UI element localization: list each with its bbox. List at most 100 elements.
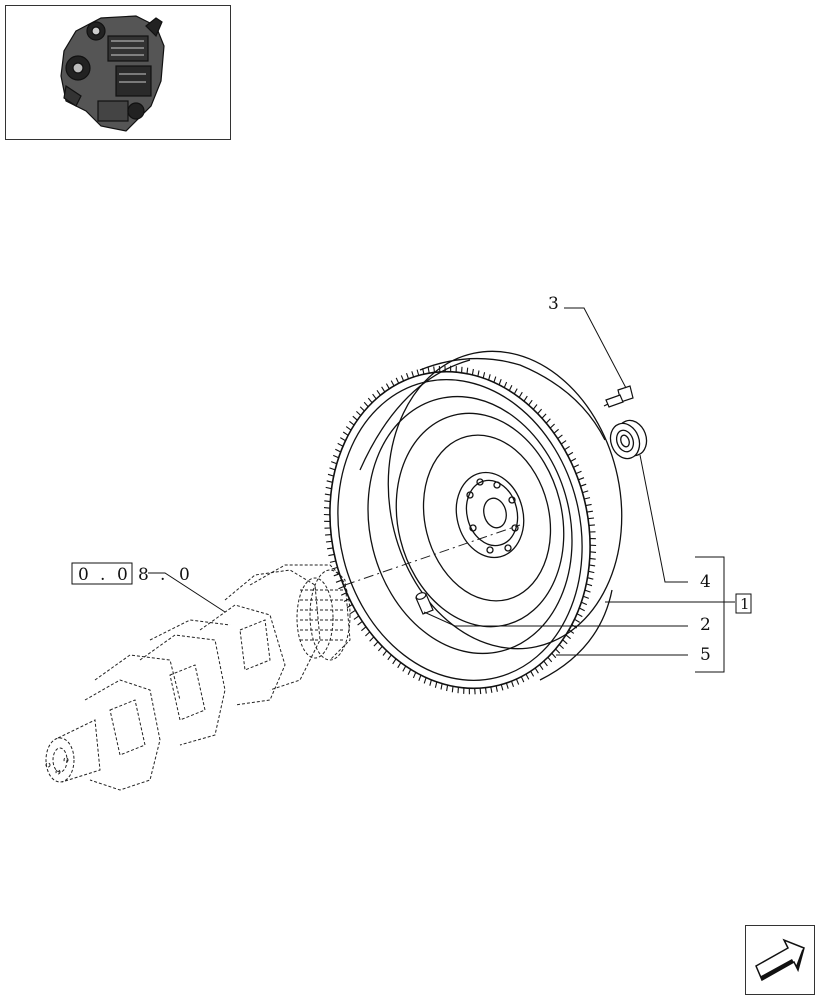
gear-tooth bbox=[333, 573, 340, 577]
gear-tooth bbox=[359, 406, 365, 412]
gear-tooth bbox=[530, 670, 535, 677]
gear-tooth bbox=[580, 483, 587, 487]
gear-tooth bbox=[330, 461, 338, 465]
gear-tooth bbox=[451, 686, 454, 693]
gear-tooth bbox=[586, 583, 593, 587]
gear-tooth bbox=[488, 374, 491, 381]
gear-tooth bbox=[477, 370, 480, 377]
gear-tooth bbox=[405, 373, 410, 379]
gear-tooth bbox=[551, 652, 557, 659]
engine-assembly-icon bbox=[60, 15, 165, 132]
gear-tooth bbox=[327, 473, 334, 477]
gear-tooth bbox=[332, 454, 339, 459]
gear-tooth bbox=[400, 375, 405, 382]
gear-tooth bbox=[581, 601, 588, 606]
gear-tooth bbox=[337, 442, 344, 447]
gear-tooth bbox=[381, 386, 386, 393]
gear-tooth bbox=[565, 634, 571, 640]
gear-tooth bbox=[402, 665, 407, 672]
gear-tooth bbox=[589, 564, 596, 567]
gear-tooth bbox=[369, 636, 375, 642]
ref-char-3: 0 bbox=[117, 565, 128, 585]
gear-tooth bbox=[479, 688, 482, 695]
gear-tooth bbox=[350, 609, 356, 615]
gear-tooth bbox=[372, 393, 377, 400]
flywheel bbox=[323, 350, 623, 695]
gear-tooth bbox=[493, 376, 497, 383]
callout-2: 2 bbox=[700, 615, 711, 635]
gear-tooth bbox=[560, 440, 567, 445]
ring-gear-teeth bbox=[323, 365, 597, 695]
gear-tooth bbox=[584, 589, 591, 593]
next-page-button[interactable] bbox=[745, 925, 815, 995]
gear-tooth bbox=[325, 534, 332, 536]
gear-tooth bbox=[495, 685, 498, 692]
callout-5: 5 bbox=[700, 645, 711, 665]
gear-tooth bbox=[327, 547, 334, 550]
gear-tooth bbox=[503, 381, 508, 388]
gear-tooth bbox=[446, 685, 449, 692]
gear-tooth bbox=[361, 626, 367, 632]
callout-4: 4 bbox=[700, 572, 711, 592]
gear-tooth bbox=[523, 395, 528, 402]
gear-tooth bbox=[589, 557, 596, 560]
gear-tooth bbox=[324, 500, 331, 503]
gear-tooth bbox=[373, 641, 379, 647]
gear-tooth bbox=[575, 470, 582, 475]
gear-tooth bbox=[500, 684, 504, 691]
gear-tooth bbox=[588, 570, 595, 574]
gear-tooth bbox=[490, 686, 493, 693]
gear-tooth bbox=[329, 560, 336, 563]
gear-tooth bbox=[367, 397, 373, 404]
gear-tooth bbox=[553, 428, 559, 434]
gear-tooth bbox=[584, 497, 591, 500]
gear-tooth bbox=[589, 551, 597, 553]
gear-tooth bbox=[555, 648, 561, 654]
gear-tooth bbox=[586, 510, 593, 513]
gear-tooth bbox=[340, 592, 347, 596]
gear-tooth bbox=[543, 660, 548, 667]
gear-tooth bbox=[433, 366, 436, 373]
gear-tooth bbox=[342, 431, 349, 436]
gear-tooth bbox=[482, 372, 486, 379]
gear-tooth bbox=[392, 658, 397, 665]
gear-tooth bbox=[422, 368, 425, 375]
gear-tooth bbox=[343, 598, 350, 602]
gear-tooth bbox=[588, 524, 595, 526]
gear-tooth bbox=[567, 451, 574, 456]
gear-tooth bbox=[574, 618, 580, 623]
gear-tooth bbox=[429, 679, 432, 686]
axis-line bbox=[344, 524, 521, 586]
ref-char-2: . bbox=[100, 565, 105, 585]
gear-tooth bbox=[587, 577, 594, 580]
gear-tooth bbox=[558, 644, 564, 650]
gear-tooth bbox=[532, 404, 538, 410]
gear-tooth bbox=[549, 423, 555, 429]
dowel-pin bbox=[415, 592, 434, 615]
engine-thumbnail[interactable] bbox=[5, 5, 231, 140]
crankshaft bbox=[45, 564, 351, 791]
gear-tooth bbox=[545, 418, 551, 424]
gear-tooth bbox=[356, 410, 362, 416]
gear-tooth bbox=[328, 553, 335, 557]
gear-tooth bbox=[376, 389, 381, 396]
gear-tooth bbox=[576, 613, 583, 618]
gear-tooth bbox=[416, 369, 420, 376]
gear-tooth bbox=[325, 540, 332, 543]
gear-tooth bbox=[534, 667, 539, 674]
gear-tooth bbox=[484, 687, 487, 694]
gear-tooth bbox=[335, 448, 341, 453]
gear-tooth bbox=[505, 682, 509, 689]
gear-tooth bbox=[438, 365, 441, 372]
gear-tooth bbox=[582, 490, 589, 494]
gear-tooth bbox=[525, 673, 530, 680]
gear-tooth bbox=[323, 507, 331, 509]
callout-1-box[interactable]: 1 bbox=[735, 593, 752, 614]
section-reference[interactable]: 0 . 0 8 . 0 bbox=[71, 562, 190, 585]
gear-tooth bbox=[390, 380, 395, 387]
gear-tooth bbox=[578, 477, 585, 481]
gear-tooth bbox=[564, 445, 570, 451]
gear-tooth bbox=[440, 683, 443, 690]
gear-tooth bbox=[395, 377, 400, 384]
gear-tooth bbox=[582, 595, 590, 599]
